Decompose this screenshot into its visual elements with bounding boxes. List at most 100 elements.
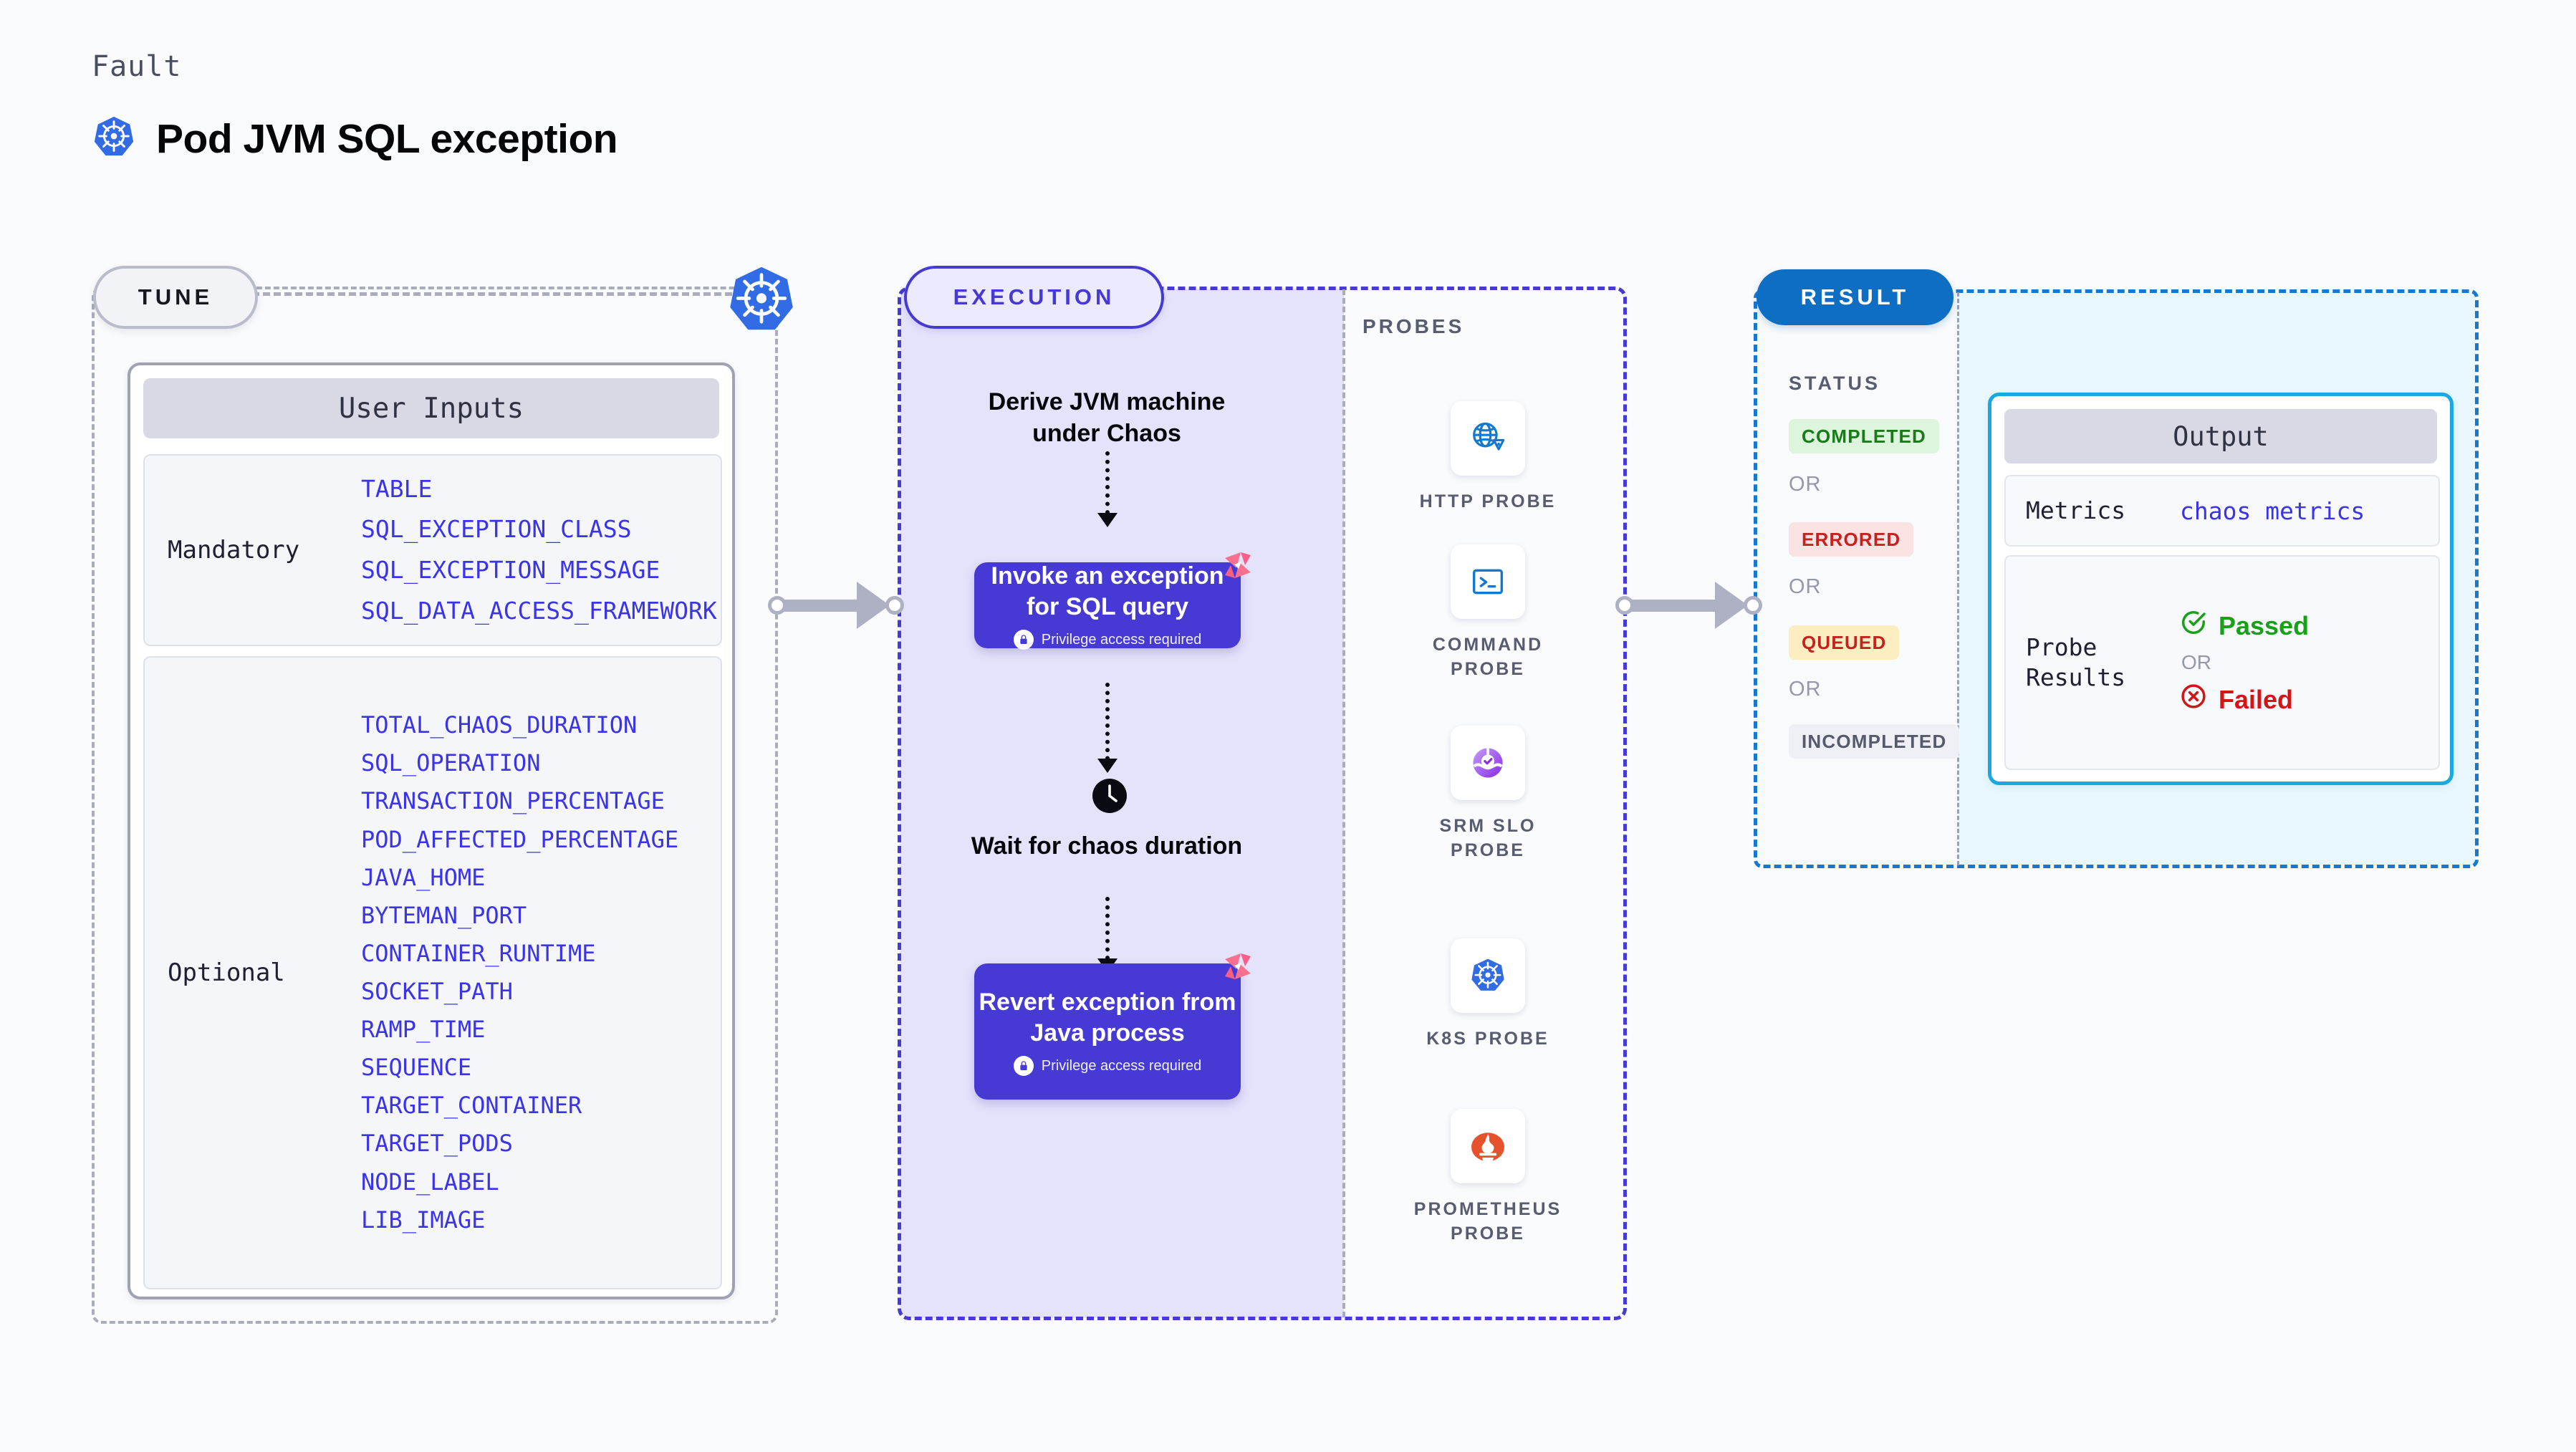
param-item[interactable]: TABLE [361,474,433,503]
param-group-optional: Optional TOTAL_CHAOS_DURATION SQL_OPERAT… [143,656,722,1289]
lock-icon [1013,630,1034,650]
param-item[interactable]: TRANSACTION_PERCENTAGE [361,787,665,815]
result-region [1754,289,2479,868]
output-row-metrics: Metrics chaos metrics [2004,475,2440,547]
output-metrics-key: Metrics [2026,496,2126,524]
user-inputs-card: User Inputs Mandatory TABLE SQL_EXCEPTIO… [128,362,735,1299]
param-item[interactable]: SEQUENCE [361,1054,472,1082]
tune-region [92,287,778,1324]
connector-start-dot [768,596,787,615]
kubernetes-icon [1451,938,1525,1013]
probe-label: HTTP PROBE [1419,491,1557,511]
tune-section-pill[interactable]: TUNE [93,266,258,329]
flow-arrow-down-icon [1097,451,1118,527]
privilege-note: Privilege access required [1013,1056,1202,1077]
user-inputs-title: User Inputs [143,378,719,438]
param-item[interactable]: TARGET_CONTAINER [361,1092,582,1120]
param-group-mandatory: Mandatory TABLE SQL_EXCEPTION_CLASS SQL_… [143,454,722,646]
prometheus-icon [1451,1109,1525,1183]
privilege-note-label: Privilege access required [1041,1057,1202,1074]
param-item[interactable]: POD_AFFECTED_PERCENTAGE [361,825,679,853]
param-item[interactable]: RAMP_TIME [361,1016,486,1044]
param-item[interactable]: NODE_LABEL [361,1168,499,1196]
result-section-pill[interactable]: RESULT [1756,269,1953,325]
execution-step-revert-label: Revert exception from Java process [979,988,1236,1047]
output-row-probe-results: Probe Results Passed OR [2004,555,2440,770]
param-item[interactable]: TARGET_PODS [361,1130,513,1158]
x-circle-icon [2180,683,2207,716]
clock-icon [1091,777,1128,814]
terminal-icon [1451,544,1525,619]
param-item[interactable]: CONTAINER_RUNTIME [361,939,596,967]
execution-step-derive-label: Derive JVM machine under Chaos [988,388,1226,447]
or-separator: OR [1789,678,1822,701]
execution-step-invoke-label: Invoke an exception for SQL query [991,562,1224,620]
param-item[interactable]: SQL_EXCEPTION_MESSAGE [361,556,660,584]
execution-section-pill[interactable]: EXECUTION [904,266,1164,329]
param-item[interactable]: TOTAL_CHAOS_DURATION [361,711,638,739]
execution-step-wait-label: Wait for chaos duration [971,832,1243,860]
probe-item-prometheus[interactable]: PROMETHEUS PROBE [1413,1109,1562,1246]
result-status-column [1756,292,1957,865]
probe-label: COMMAND PROBE [1432,635,1544,679]
probe-item-srm-slo[interactable]: SRM SLO PROBE [1416,726,1559,863]
param-item[interactable]: LIB_IMAGE [361,1206,486,1234]
kubernetes-icon [726,264,797,335]
probes-divider [1342,289,1345,1317]
param-item[interactable]: BYTEMAN_PORT [361,901,527,929]
param-item[interactable]: SQL_OPERATION [361,749,541,777]
param-item[interactable]: SQL_EXCEPTION_CLASS [361,515,632,544]
connector-tune-to-execution [768,582,904,629]
param-list: TABLE SQL_EXCEPTION_CLASS SQL_EXCEPTION_… [361,469,717,632]
probe-label: K8S PROBE [1426,1029,1549,1049]
output-metrics-value[interactable]: chaos metrics [2180,496,2365,525]
or-separator: OR [1789,473,1822,496]
kubernetes-icon [92,115,136,163]
execution-step-invoke-card[interactable]: Invoke an exception for SQL query Privil… [974,552,1251,650]
tune-dashed-connector [252,292,732,296]
connector-bar [784,599,860,612]
output-card: Output Metrics chaos metrics Probe Resul… [1988,393,2454,785]
or-separator: OR [2181,651,2211,673]
output-title: Output [2004,409,2437,463]
probe-item-command[interactable]: COMMAND PROBE [1416,544,1559,682]
probe-item-http[interactable]: HTTP PROBE [1416,401,1559,514]
srm-slo-icon [1451,726,1525,800]
param-item[interactable]: SOCKET_PATH [361,978,513,1005]
page-title: Pod JVM SQL exception [156,115,618,162]
param-group-label: Mandatory [168,536,300,564]
status-label: STATUS [1789,372,1880,394]
flow-arrow-down-icon [1097,897,1118,973]
param-group-label: Optional [168,958,285,987]
privilege-note: Privilege access required [1013,630,1202,650]
probe-label: SRM SLO PROBE [1439,816,1537,860]
harness-logo-icon [1219,547,1256,584]
param-item[interactable]: JAVA_HOME [361,863,486,891]
param-item[interactable]: SQL_DATA_ACCESS_FRAMEWORK [361,596,717,625]
probe-item-k8s[interactable]: K8S PROBE [1416,938,1559,1052]
probe-results-stack: Passed OR Failed [2180,609,2309,716]
status-badge-completed: COMPLETED [1789,419,1940,453]
connector-start-dot [1615,596,1634,615]
probe-passed-label: Passed [2219,610,2310,640]
probe-result-passed: Passed [2180,609,2309,643]
lock-icon [1013,1056,1034,1077]
or-separator: OR [1789,575,1822,598]
connector-end-dot [885,596,904,615]
check-circle-icon [2180,609,2207,643]
status-badge-incompleted: INCOMPLETED [1789,724,1960,759]
fault-eyebrow-label: Fault [92,50,182,83]
probe-label: PROMETHEUS PROBE [1413,1199,1562,1244]
connector-arrowhead [1715,582,1748,629]
privilege-note-label: Privilege access required [1041,631,1202,648]
globe-warning-icon [1451,401,1525,476]
harness-logo-icon [1219,948,1256,985]
execution-region [898,287,1627,1320]
execution-step-revert-card[interactable]: Revert exception from Java process Privi… [974,953,1251,1100]
connector-execution-to-result [1615,582,1762,629]
connector-bar [1631,599,1718,612]
flow-arrow-down-icon [1097,683,1118,773]
connector-end-dot [1744,596,1762,615]
probe-result-failed: Failed [2180,683,2309,716]
result-status-divider [1957,292,1959,865]
